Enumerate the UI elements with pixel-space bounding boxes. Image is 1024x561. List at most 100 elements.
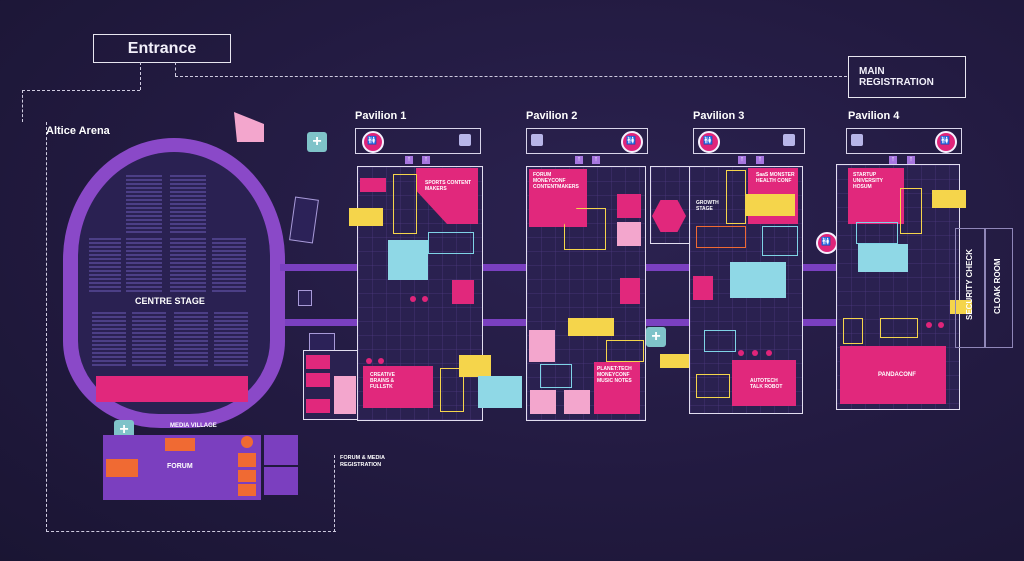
pavilion-1-seating-cyan (428, 232, 474, 254)
restroom-icon (362, 131, 384, 153)
arrow-icon: ↑ (592, 156, 600, 164)
pavilion-2-booth (530, 390, 556, 414)
pavilion-1-note (459, 355, 491, 377)
entrance-text: Entrance (127, 39, 197, 57)
pavilion-2-seating-cyan (540, 364, 572, 388)
lounge-block (334, 376, 356, 414)
arrow-icon: ↑ (575, 156, 583, 164)
pavilion-3-marker (752, 350, 758, 356)
pavilion-4-stage-pandaconf-label: PANDACONF (878, 372, 916, 378)
forum-registration-box (264, 467, 298, 495)
pavilion-4-seating-yellow (880, 318, 918, 338)
forum-stage-orange (106, 459, 138, 477)
restroom-icon (783, 134, 795, 146)
media-registration-box (264, 435, 298, 465)
security-check-label: SECURITY CHECK (965, 249, 974, 320)
dashed-path-bottom (46, 531, 336, 532)
arrow-icon: ↑ (422, 156, 430, 164)
forum-media-registration-label: FORUM & MEDIA REGISTRATION (340, 455, 385, 468)
restroom-icon (935, 131, 957, 153)
pavilion-2-seating-yellow (606, 340, 644, 362)
restroom-icon (816, 232, 838, 254)
arrow-icon: ↑ (405, 156, 413, 164)
pavilion-4-seating-yellow (843, 318, 863, 344)
pavilion-2-booth (620, 278, 640, 304)
seating-block (89, 238, 121, 294)
pavilion-1-booth (360, 178, 386, 192)
pavilion-1-stage-creative-label: CREATIVE BRAINS & FULLSTK (370, 372, 395, 390)
seating-block (170, 175, 206, 233)
pavilion-3-stage-saas-label: SaaS MONSTER HEALTH CONF (756, 172, 795, 184)
arrow-icon: ↑ (889, 156, 897, 164)
pavilion-3-booth (693, 276, 713, 300)
pavilion-2-booth (617, 194, 641, 218)
pavilion-4-note (932, 190, 966, 208)
cloak-room-area (985, 228, 1013, 348)
arrow-icon: ↑ (756, 156, 764, 164)
pavilion-3-header (693, 128, 805, 154)
media-village-label: MEDIA VILLAGE (170, 423, 217, 429)
centre-stage-label: CENTRE STAGE (135, 296, 205, 306)
centre-stage-platform (96, 376, 248, 402)
pavilion-4-stage-pandaconf (840, 346, 946, 404)
pavilion-4-marker (938, 322, 944, 328)
pavilion-3-title: Pavilion 3 (693, 110, 745, 122)
first-aid-icon: + (307, 132, 327, 152)
pavilion-3-orange-seating (696, 226, 746, 248)
pavilion-1-stage-creative (363, 366, 433, 408)
pavilion-2-stage-forum (529, 169, 587, 227)
pavilion-3-seating-yellow (696, 374, 730, 398)
pavilion-2-seating-yellow (564, 208, 606, 250)
altice-arena-title: Altice Arena (46, 125, 110, 137)
dashed-path-arena-left (22, 90, 23, 122)
security-check-area (955, 228, 985, 348)
pavilion-2-3-note (660, 354, 690, 368)
dashed-path-entrance-right (175, 62, 176, 76)
pavilion-4-note (858, 244, 908, 272)
dashed-path-left-lower (46, 122, 47, 532)
speaker-prep-orange (165, 438, 195, 451)
pavilion-4-marker (926, 322, 932, 328)
pavilion-2-header (526, 128, 648, 154)
pavilion-3-stage-growth-label: GROWTH STAGE (696, 200, 719, 212)
seating-block (92, 312, 126, 368)
pavilion-3-seating-cyan (704, 330, 736, 352)
dashed-path-to-registration (175, 76, 847, 77)
hexagon-stage (652, 200, 686, 232)
pavilion-4-seating-cyan (856, 222, 898, 244)
pavilion-3-stage-autotech (732, 360, 796, 406)
pavilion-3-note (730, 262, 786, 298)
pavilion-2-note (568, 318, 614, 336)
lounge-block (306, 399, 330, 413)
restroom-icon (698, 131, 720, 153)
pavilion-2-stage-forum-label: FORUM MONEYCONF CONTENTMAKERS (533, 172, 579, 190)
pavilion-4-stage-startup (848, 168, 904, 224)
media-orange-1 (238, 453, 256, 467)
pavilion-3-seating-yellow (726, 170, 746, 224)
arrow-icon: ↑ (907, 156, 915, 164)
pavilion-4-title: Pavilion 4 (848, 110, 900, 122)
info-kiosk (289, 196, 319, 244)
seating-block (214, 312, 248, 368)
pavilion-1-seating-yellow (440, 368, 464, 412)
ramp-marker (234, 112, 264, 142)
forum-label: FORUM (167, 463, 193, 470)
entrance-label: Entrance (93, 34, 231, 63)
first-aid-icon: + (646, 327, 666, 347)
restroom-icon (851, 134, 863, 146)
pavilion-1-marker (422, 296, 428, 302)
pavilion-1-note (349, 208, 383, 226)
seating-block (170, 238, 206, 294)
pavilion-3-stage-autotech-label: AUTOTECH TALK ROBOT (750, 378, 783, 390)
seating-block (126, 238, 162, 294)
lounge-block (306, 373, 330, 387)
pavilion-3-marker (738, 350, 744, 356)
cloak-room-label: CLOAK ROOM (993, 258, 1002, 314)
pavilion-2-stage-planet (594, 362, 640, 414)
dashed-path-arena-top (22, 90, 140, 91)
info-kiosk (298, 290, 312, 306)
pavilion-3-seating-cyan (762, 226, 798, 256)
pavilion-1-note (478, 376, 522, 408)
restroom-icon (621, 131, 643, 153)
pavilion-1-marker (410, 296, 416, 302)
